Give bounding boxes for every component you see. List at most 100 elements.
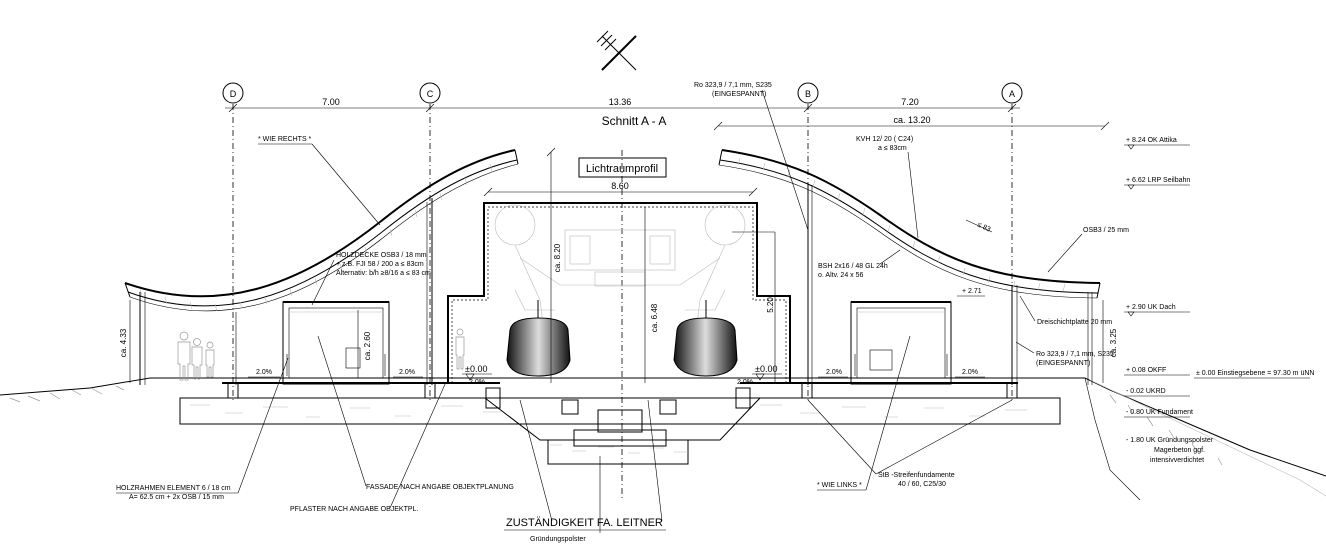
section-title: Schnitt A - A (602, 114, 667, 128)
svg-text:40 / 60, C25/30: 40 / 60, C25/30 (898, 481, 946, 488)
svg-text:Dreischichtplatte 20 mm: Dreischichtplatte 20 mm (1037, 319, 1112, 326)
terrain (0, 377, 1326, 501)
svg-text:BSH 2x16 / 48 GL 24h: BSH 2x16 / 48 GL 24h (818, 263, 888, 270)
svg-text:± 0.00 Einstiegsebene = 97.30: ± 0.00 Einstiegsebene = 97.30 m üNN (1196, 370, 1314, 377)
svg-text:≤ 83: ≤ 83 (976, 221, 991, 233)
svg-text:+ 0.08 OKFF: + 0.08 OKFF (1126, 367, 1166, 374)
svg-text:A= 62.5 cm + 2x OSB / 15 mm: A= 62.5 cm + 2x OSB / 15 mm (129, 494, 224, 501)
grid-axis-a: A (1001, 82, 1023, 400)
svg-text:- 0.02 UKRD: - 0.02 UKRD (1126, 388, 1166, 395)
clearance-profile: Lichtraumprofil 8.60 (447, 150, 791, 500)
svg-text:±0.00: ±0.00 (755, 364, 777, 374)
svg-text:* WIE RECHTS *: * WIE RECHTS * (258, 136, 312, 143)
compass-icon (596, 30, 637, 71)
grid-axis-c: C (419, 82, 441, 400)
svg-text:ca. 3.25: ca. 3.25 (1109, 328, 1118, 357)
svg-text:2.0%: 2.0% (469, 379, 485, 386)
annotation-ro-top: Ro 323,9 / 7,1 mm, S235 (EINGESPANNT) (694, 82, 809, 231)
svg-text:C: C (427, 89, 434, 99)
svg-text:(EINGESPANNT): (EINGESPANNT) (712, 91, 766, 98)
annotation-kvh: KVH 12/ 20 ( C24) a ≤ 83cm (856, 136, 919, 239)
annotation-zustaendig: ZUSTÄNDIGKEIT FA. LEITNER (504, 399, 666, 531)
clearance-profile-label: Lichtraumprofil (586, 163, 658, 175)
svg-text:o. Altv. 24 x 56: o. Altv. 24 x 56 (818, 272, 864, 279)
annotation-osb-right: OSB3 / 25 mm (1047, 227, 1129, 273)
dim-room-height: ca. 2.60 (357, 310, 372, 378)
svg-text:Ro 323,9 / 7,1 mm, S235: Ro 323,9 / 7,1 mm, S235 (694, 82, 772, 89)
svg-text:ca. 13.20: ca. 13.20 (893, 115, 930, 125)
svg-text:(EINGESPANNT): (EINGESPANNT) (1036, 360, 1090, 367)
annotation-fassade: FASSADE NACH ANGABE OBJEKTPLANUNG (317, 335, 514, 491)
svg-text:ca. 2.60: ca. 2.60 (363, 331, 372, 360)
svg-text:+ 2.71: + 2.71 (962, 288, 982, 295)
level-marker-left: ±0.00 (462, 364, 492, 381)
svg-text:Magerbeton ggf.: Magerbeton ggf. (1154, 447, 1205, 454)
annotation-pflaster: PFLASTER NACH ANGABE OBJEKTPL. (290, 381, 447, 513)
svg-text:+ 8.24 OK Attika: + 8.24 OK Attika (1126, 137, 1177, 144)
dim-profile-height: ca. 8.20 (546, 147, 562, 383)
dim-inner-height: ca. 6.48 (644, 207, 659, 383)
right-room (850, 301, 952, 385)
slope-markers: 2.0% 2.0% 2.0% 2.0% 2.0% 2.0% (248, 369, 985, 386)
annotation-gruendung: Gründungspolster (530, 456, 601, 543)
svg-text:StB -Streifenfundamente: StB -Streifenfundamente (878, 472, 955, 479)
annotation-stb: StB -Streifenfundamente 40 / 60, C25/30 (807, 399, 1013, 488)
dim-right-height: 5.20 (732, 231, 776, 383)
dim-left-span: 7.00 (322, 97, 340, 107)
svg-text:+ z.B. FJI 58 / 200 a ≤ 83cm: + z.B. FJI 58 / 200 a ≤ 83cm (336, 261, 424, 268)
left-room (282, 301, 390, 385)
svg-text:2.0%: 2.0% (826, 369, 842, 376)
gondola-cabin-right (673, 300, 738, 377)
dimension-right-ca: ca. 13.20 (713, 115, 1110, 131)
svg-text:ca. 8.20: ca. 8.20 (553, 243, 562, 272)
dim-left-room-height: ca. 4.33 (119, 300, 131, 383)
svg-text:OSB3 / 25 mm: OSB3 / 25 mm (1083, 227, 1129, 234)
annotation-holzrahmen: HOLZRAHMEN ELEMENT 6 / 18 cm A= 62.5 cm … (116, 357, 289, 501)
svg-text:D: D (230, 89, 237, 99)
annotation-holzdecke: HOLZDECKE OSB3 / 18 mm + z.B. FJI 58 / 2… (311, 252, 431, 306)
gondola-cabin-left (506, 300, 571, 377)
dim-plus-271: + 2.71 (957, 288, 985, 297)
foundation (179, 397, 1061, 465)
svg-text:- 0.80 UK Fundament: - 0.80 UK Fundament (1126, 409, 1193, 416)
svg-text:±0.00: ±0.00 (465, 364, 487, 374)
svg-text:Ro 323,9 / 7,1 mm, S235: Ro 323,9 / 7,1 mm, S235 (1036, 351, 1114, 358)
svg-text:2.0%: 2.0% (399, 369, 415, 376)
svg-text:intensivverdichtet: intensivverdichtet (1150, 457, 1204, 464)
svg-text:2.0%: 2.0% (256, 369, 272, 376)
svg-text:- 1.80 UK Gründungspolster: - 1.80 UK Gründungspolster (1126, 437, 1214, 444)
svg-text:ca. 4.33: ca. 4.33 (119, 328, 128, 357)
svg-text:KVH 12/ 20 ( C24): KVH 12/ 20 ( C24) (856, 136, 913, 143)
svg-text:PFLASTER NACH ANGABE OBJEKTPL.: PFLASTER NACH ANGABE OBJEKTPL. (290, 506, 418, 513)
svg-text:Gründungspolster: Gründungspolster (530, 536, 586, 543)
svg-text:B: B (805, 89, 811, 99)
right-roof (718, 149, 1101, 385)
annotation-wie-links: * WIE LINKS * (817, 335, 911, 491)
left-roof (124, 149, 519, 385)
svg-text:ca. 6.48: ca. 6.48 (650, 303, 659, 332)
svg-text:a ≤ 83cm: a ≤ 83cm (878, 145, 907, 152)
level-labels: + 8.24 OK Attika + 6.62 LRP Seilbahn + 2… (1124, 137, 1314, 464)
annotation-dreischicht: Dreischichtplatte 20 mm (1019, 295, 1112, 326)
annotation-ro-right: Ro 323,9 / 7,1 mm, S235 (EINGESPANNT) (1015, 341, 1114, 367)
floor-platform (222, 382, 1018, 409)
svg-text:* WIE LINKS *: * WIE LINKS * (817, 482, 862, 489)
annotation-bsh: BSH 2x16 / 48 GL 24h o. Altv. 24 x 56 (818, 249, 901, 279)
svg-text:2.0%: 2.0% (962, 369, 978, 376)
dim-right-room-height: ca. 3.25 (1102, 300, 1118, 383)
svg-text:5.20: 5.20 (766, 297, 775, 313)
top-dimension-line: 7.00 13.36 7.20 (225, 97, 1020, 113)
svg-text:2.0%: 2.0% (737, 379, 753, 386)
svg-text:HOLZDECKE OSB3 / 18 mm: HOLZDECKE OSB3 / 18 mm (336, 252, 427, 259)
people-silhouettes (177, 328, 465, 381)
annotation-wie-rechts: * WIE RECHTS * (258, 136, 381, 226)
svg-text:ZUSTÄNDIGKEIT FA. LEITNER: ZUSTÄNDIGKEIT FA. LEITNER (506, 517, 663, 529)
level-marker-right: ±0.00 (752, 364, 782, 381)
svg-text:Alternativ: b/h ≥8/16 a ≤ 83 c: Alternativ: b/h ≥8/16 a ≤ 83 cm (336, 270, 431, 277)
svg-text:+ 6.62 LRP Seilbahn: + 6.62 LRP Seilbahn (1126, 177, 1190, 184)
dim-roof-angle: ≤ 83 (965, 219, 993, 234)
dim-overall: 13.36 (609, 97, 632, 107)
dim-profile-width: 8.60 (611, 181, 629, 191)
dim-right-span: 7.20 (901, 97, 919, 107)
